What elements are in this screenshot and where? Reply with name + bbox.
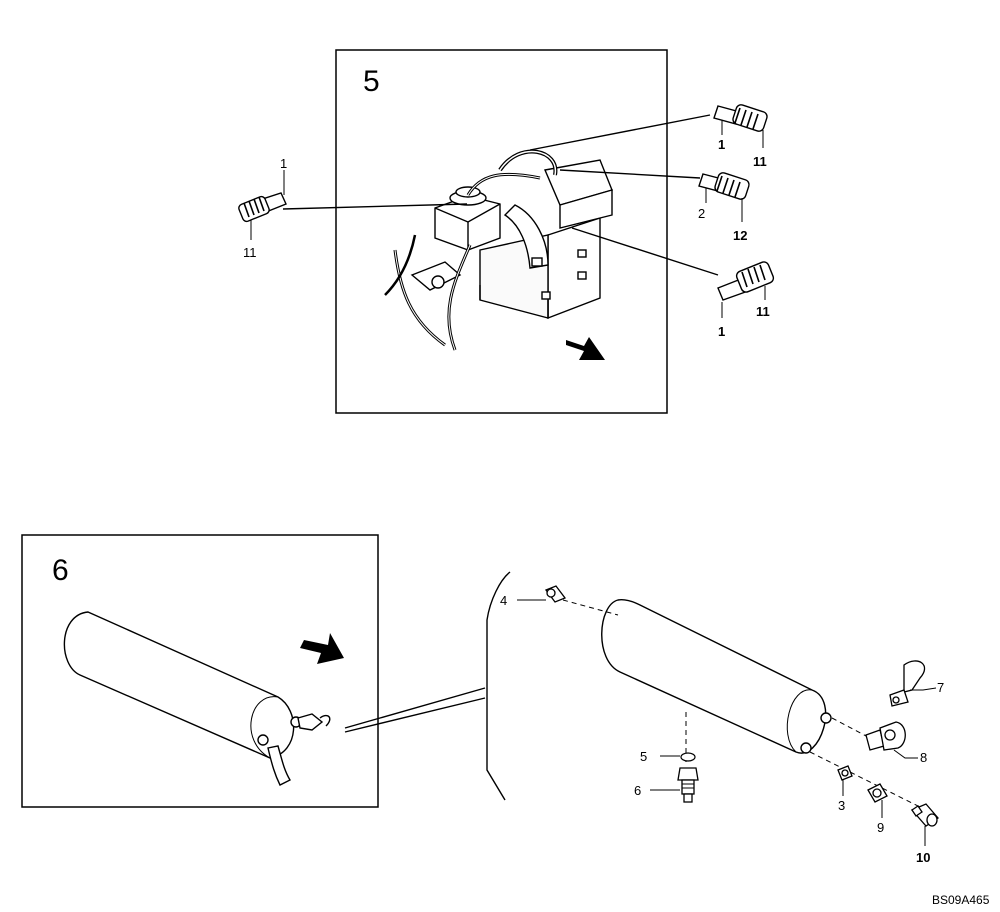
panel-5-frame xyxy=(335,49,668,414)
reference-code: BS09A465 xyxy=(932,893,990,907)
fitting-right-3 xyxy=(717,261,775,301)
callout-8: 8 xyxy=(920,750,927,765)
zoom-leader-lines xyxy=(344,571,511,801)
direction-arrow-icon-panel-6 xyxy=(300,633,344,664)
panel-6-frame xyxy=(21,534,379,808)
fitting-8-elbow xyxy=(865,721,906,751)
panel-6: 6 xyxy=(21,534,379,808)
fitting-7-bracket xyxy=(889,660,926,707)
air-tank-exploded xyxy=(601,599,832,754)
callout-1-r1: 1 xyxy=(718,137,725,152)
panel-6-number: 6 xyxy=(52,554,69,587)
exploded-leader-lines xyxy=(517,599,937,846)
direction-arrow-icon xyxy=(566,337,605,360)
fitting-3-plug xyxy=(837,765,853,781)
fitting-right-2 xyxy=(698,172,750,200)
callout-2-r2: 2 xyxy=(698,206,705,221)
assembly-dashed-lines xyxy=(562,599,923,809)
callout-7: 7 xyxy=(937,680,944,695)
callout-11-r3: 11 xyxy=(756,304,770,319)
fitting-10-connector xyxy=(910,803,939,827)
callout-12-r2: 12 xyxy=(733,228,747,243)
callout-9: 9 xyxy=(877,820,884,835)
callout-1-r3: 1 xyxy=(718,324,725,339)
fitting-6-drain-valve xyxy=(677,767,699,803)
fitting-left xyxy=(238,192,287,223)
fitting-5-washer xyxy=(680,752,696,762)
callout-5: 5 xyxy=(640,749,647,764)
air-tank-small xyxy=(63,611,331,786)
brake-valve-assembly xyxy=(384,149,613,351)
panel-5-number: 5 xyxy=(363,65,380,98)
callout-1-left: 1 xyxy=(280,156,287,171)
fitting-9-adapter xyxy=(867,783,888,803)
callout-10: 10 xyxy=(916,850,930,865)
panel-5: 5 xyxy=(282,49,719,414)
callout-3: 3 xyxy=(838,798,845,813)
callout-11-left: 11 xyxy=(243,245,257,260)
fitting-right-1 xyxy=(713,104,768,132)
panel-5-leader-lines xyxy=(282,114,719,276)
callout-11-r1: 11 xyxy=(753,154,767,169)
callout-6: 6 xyxy=(634,783,641,798)
callout-4: 4 xyxy=(500,593,507,608)
fitting-4 xyxy=(544,585,567,603)
